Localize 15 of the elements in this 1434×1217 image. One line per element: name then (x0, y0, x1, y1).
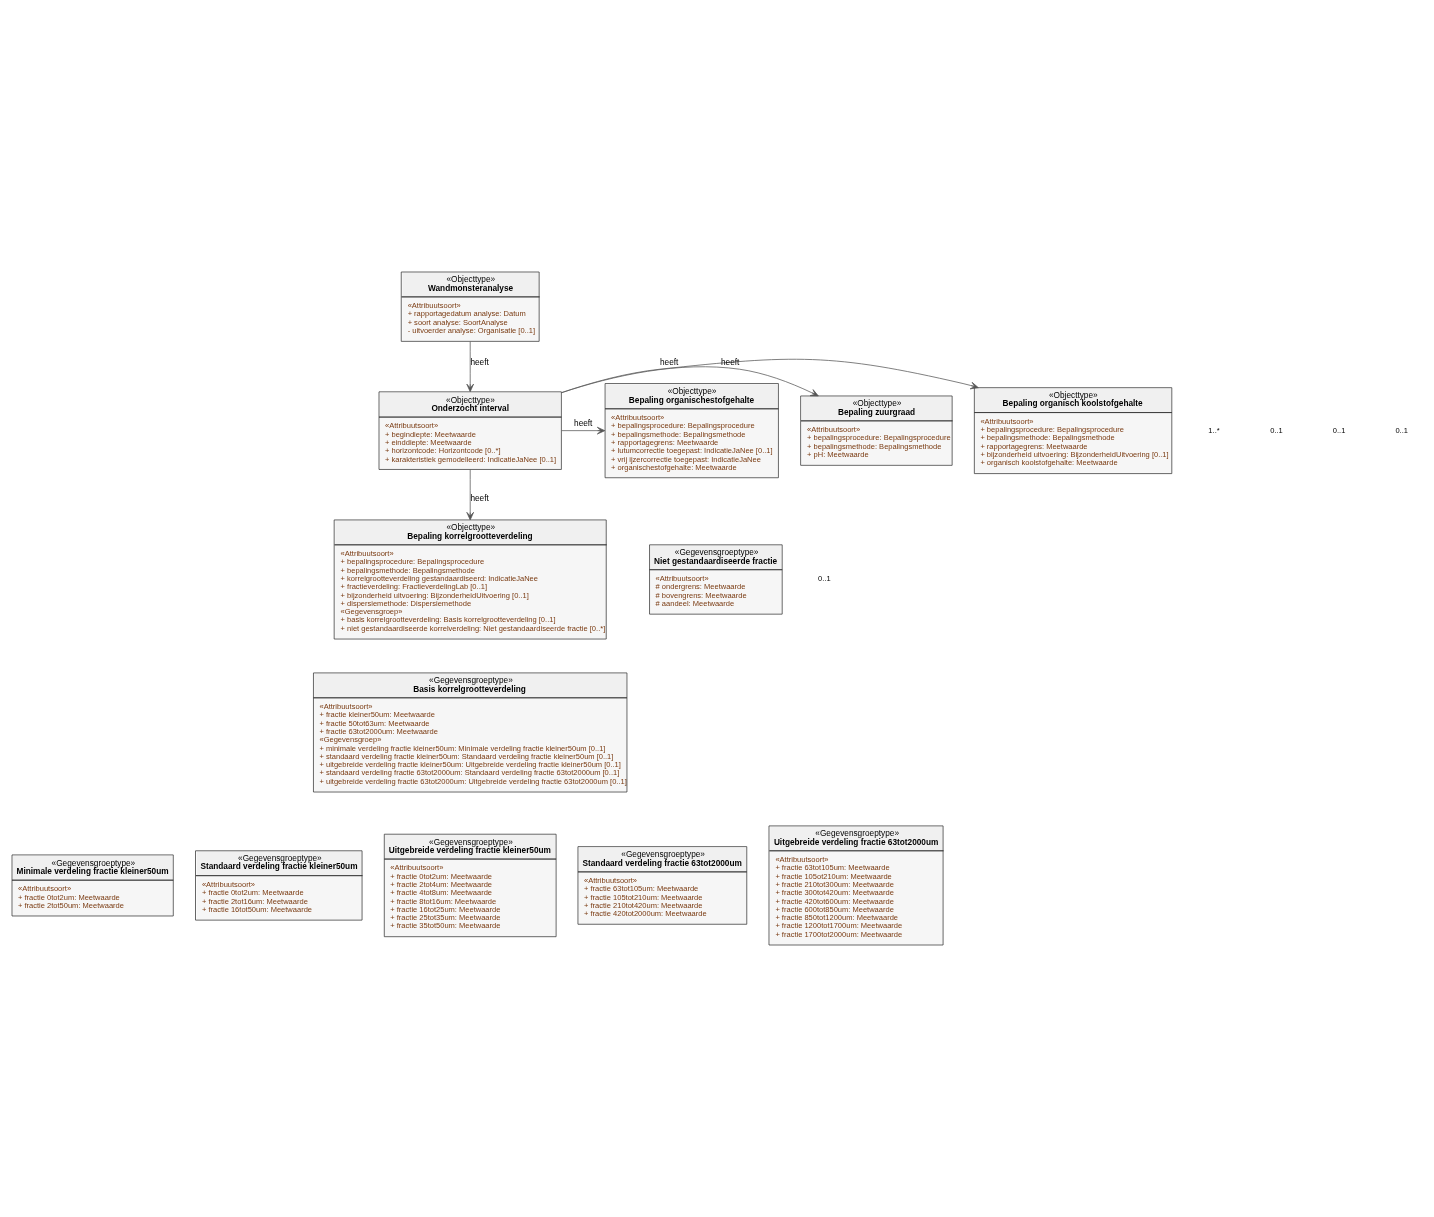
label: 0..1 (1332, 425, 1346, 435)
edge-label: heeft (470, 357, 489, 367)
edge-label: heeft (720, 357, 740, 367)
label: 1..* (1208, 425, 1220, 435)
label: 0..1 (1395, 425, 1408, 435)
arrow (561, 366, 819, 397)
arrow (561, 426, 606, 435)
arrow (466, 341, 474, 393)
edge-label: heeft (470, 493, 489, 503)
label: 0..1 (818, 574, 831, 584)
arrow (466, 469, 474, 521)
edge-label: heeft (574, 418, 593, 428)
label: 0..1 (1270, 425, 1283, 435)
edge-label: heeft (659, 357, 679, 367)
arrow (561, 358, 979, 394)
